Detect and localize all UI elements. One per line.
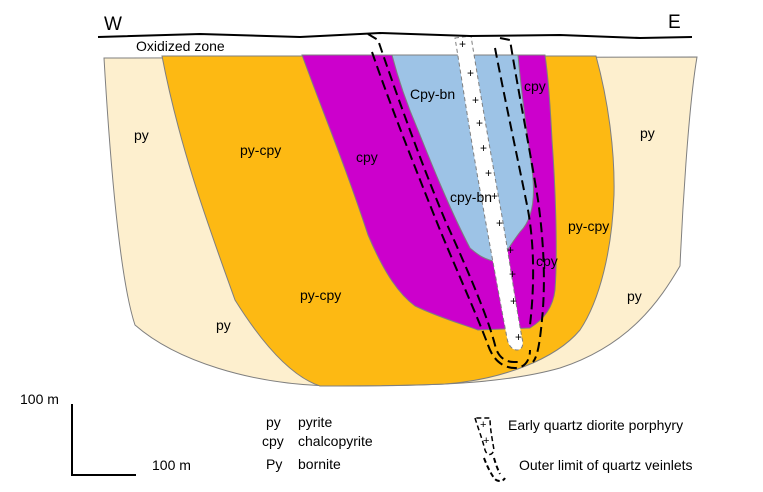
veinlet-limit-east-inner [494,47,535,326]
surface-line [97,31,693,40]
porphyry-marker-3: + [472,93,479,107]
symbol-legend: + + Early quartz diorite porphyry Outer … [473,417,693,482]
zone-label-cpybn-lower: cpy-bn [450,189,492,205]
veinlet-limit-east [499,37,545,363]
legend-name-3: bornite [298,456,341,472]
scale-vertical-label: 100 m [20,391,59,407]
porphyry-dike [454,35,524,351]
porphyry-marker-11: + [510,294,517,308]
zone-label-pycpy-lower: py-cpy [300,287,341,303]
porphyry-markers: + + + + + + + + + + + + [459,37,522,344]
zone-label-pycpy-west: py-cpy [240,142,281,158]
veinlet-limit-west [367,33,522,363]
east-label: E [668,12,681,33]
scale-horizontal-label: 100 m [152,457,191,473]
legend-name-1: pyrite [298,414,332,430]
porphyry-marker-5: + [480,141,487,155]
porphyry-marker-7: + [491,189,498,203]
porphyry-marker-4: + [476,116,483,130]
legend-symbol-2-label: Outer limit of quartz veinlets [519,457,693,473]
zone-label-py-east: py [640,125,655,141]
zone-label-cpybn-upper: Cpy-bn [410,86,455,102]
west-label: W [104,14,122,35]
veinlet-limit-icon [483,457,506,482]
zone-label-py-west-lower: py [216,317,231,333]
legend-name-2: chalcopyrite [298,433,373,449]
porphyry-marker-10: + [509,267,516,281]
svg-text:+: + [480,419,486,431]
zone-label-py-west: py [134,127,149,143]
porphyry-marker-2: + [467,66,474,80]
zone-label-cpy-west: cpy [356,149,378,165]
porphyry-marker-6: + [485,166,492,180]
zone-label-pycpy-east: py-cpy [568,218,609,234]
porphyry-marker-8: + [496,216,503,230]
zone-label-cpy-east-lower: cpy [536,253,558,269]
scale-bar [71,404,136,476]
legend-abbr-1: py [266,414,281,430]
zone-label-py-east-lower: py [627,288,642,304]
legend-symbol-1-label: Early quartz diorite porphyry [508,417,683,433]
porphyry-marker-9: + [507,243,514,257]
porphyry-marker-12: + [515,330,522,344]
oxidized-zone-label: Oxidized zone [136,38,225,54]
legend-abbr-2: cpy [262,433,284,449]
mineral-legend: py pyrite cpy chalcopyrite Py bornite [262,414,373,472]
porphyry-dike-icon: + + [473,417,495,456]
svg-text:+: + [483,435,489,447]
zone-label-cpy-east-upper: cpy [524,78,546,94]
legend-abbr-3: Py [266,456,282,472]
porphyry-marker-1: + [459,37,466,51]
